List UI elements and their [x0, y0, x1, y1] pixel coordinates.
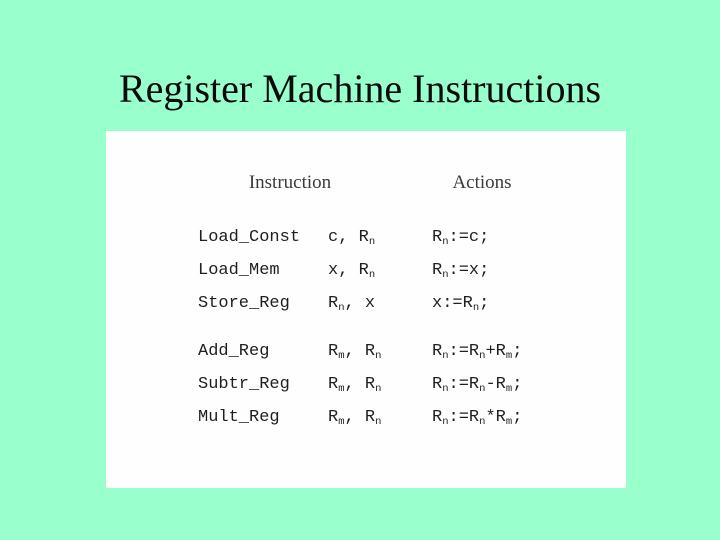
table-row: Load_Mem x, Rn Rn:=x;: [106, 260, 626, 284]
table-row: Subtr_Reg Rm, Rn Rn:=Rn-Rm;: [106, 374, 626, 398]
table-row: Mult_Reg Rm, Rn Rn:=Rn*Rm;: [106, 407, 626, 431]
column-header-actions: Actions: [452, 172, 512, 193]
instruction-action: Rn:=x;: [432, 261, 490, 281]
instruction-action: x:=Rn;: [432, 294, 490, 314]
instruction-name: Mult_Reg: [198, 408, 280, 427]
instruction-action: Rn:=c;: [432, 228, 490, 248]
instruction-operands: Rm, Rn: [328, 342, 382, 362]
instruction-name: Load_Const: [198, 228, 301, 247]
instruction-operands: Rn, x: [328, 294, 376, 314]
instruction-operands: Rm, Rn: [328, 408, 382, 428]
instruction-name: Add_Reg: [198, 342, 270, 361]
instruction-table-panel: Instruction Actions Load_Const c, Rn Rn:…: [106, 131, 626, 488]
slide-title: Register Machine Instructions: [118, 66, 602, 111]
table-row: Add_Reg Rm, Rn Rn:=Rn+Rm;: [106, 341, 626, 365]
instruction-name: Subtr_Reg: [198, 375, 290, 394]
instruction-operands: x, Rn: [328, 261, 376, 281]
instruction-action: Rn:=Rn-Rm;: [432, 375, 523, 395]
column-header-instruction: Instruction: [248, 172, 332, 193]
table-row: Load_Const c, Rn Rn:=c;: [106, 227, 626, 251]
instruction-operands: c, Rn: [328, 228, 376, 248]
table-row: Store_Reg Rn, x x:=Rn;: [106, 293, 626, 317]
instruction-action: Rn:=Rn+Rm;: [432, 342, 523, 362]
instruction-name: Load_Mem: [198, 261, 280, 280]
instruction-action: Rn:=Rn*Rm;: [432, 408, 523, 428]
instruction-name: Store_Reg: [198, 294, 290, 313]
instruction-operands: Rm, Rn: [328, 375, 382, 395]
